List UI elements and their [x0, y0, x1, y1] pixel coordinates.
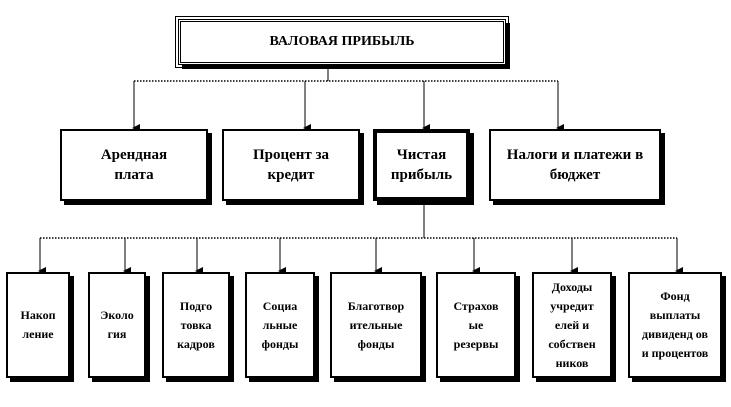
node-interest-label: Процент за кредит	[252, 147, 330, 183]
node-net-profit-label: Чистая прибыль	[390, 147, 453, 183]
node-training: Подго товка кадров	[162, 272, 230, 378]
node-accumulation: Накоп ление	[6, 272, 70, 378]
node-interest: Процент за кредит	[222, 129, 360, 201]
node-dividends: Фонд выплаты дивиденд ов и процентов	[628, 272, 722, 378]
node-founders: Доходы учредит елей и собствен ников	[532, 272, 612, 378]
root-node-gross-profit: ВАЛОВАЯ ПРИБЫЛЬ	[175, 16, 509, 68]
node-training-label: Подго товка кадров	[177, 298, 215, 351]
node-ecology: Эколо гия	[88, 272, 146, 378]
node-founders-label: Доходы учредит елей и собствен ников	[548, 279, 596, 370]
node-net-profit: Чистая прибыль	[373, 129, 470, 201]
node-social: Социа льные фонды	[245, 272, 315, 378]
node-social-label: Социа льные фонды	[261, 298, 299, 351]
node-insurance-label: Страхов ые резервы	[453, 298, 499, 351]
node-rent: Арендная плата	[60, 129, 208, 201]
node-charity: Благотвор ительные фонды	[330, 272, 422, 378]
node-charity-label: Благотвор ительные фонды	[347, 298, 405, 351]
root-label: ВАЛОВАЯ ПРИБЫЛЬ	[269, 34, 415, 49]
node-dividends-label: Фонд выплаты дивиденд ов и процентов	[641, 289, 709, 360]
node-taxes: Налоги и платежи в бюджет	[489, 129, 661, 201]
node-insurance: Страхов ые резервы	[436, 272, 516, 378]
node-accumulation-label: Накоп ление	[20, 308, 56, 341]
node-ecology-label: Эколо гия	[100, 308, 134, 341]
node-rent-label: Арендная плата	[100, 147, 168, 183]
node-taxes-label: Налоги и платежи в бюджет	[506, 147, 644, 183]
